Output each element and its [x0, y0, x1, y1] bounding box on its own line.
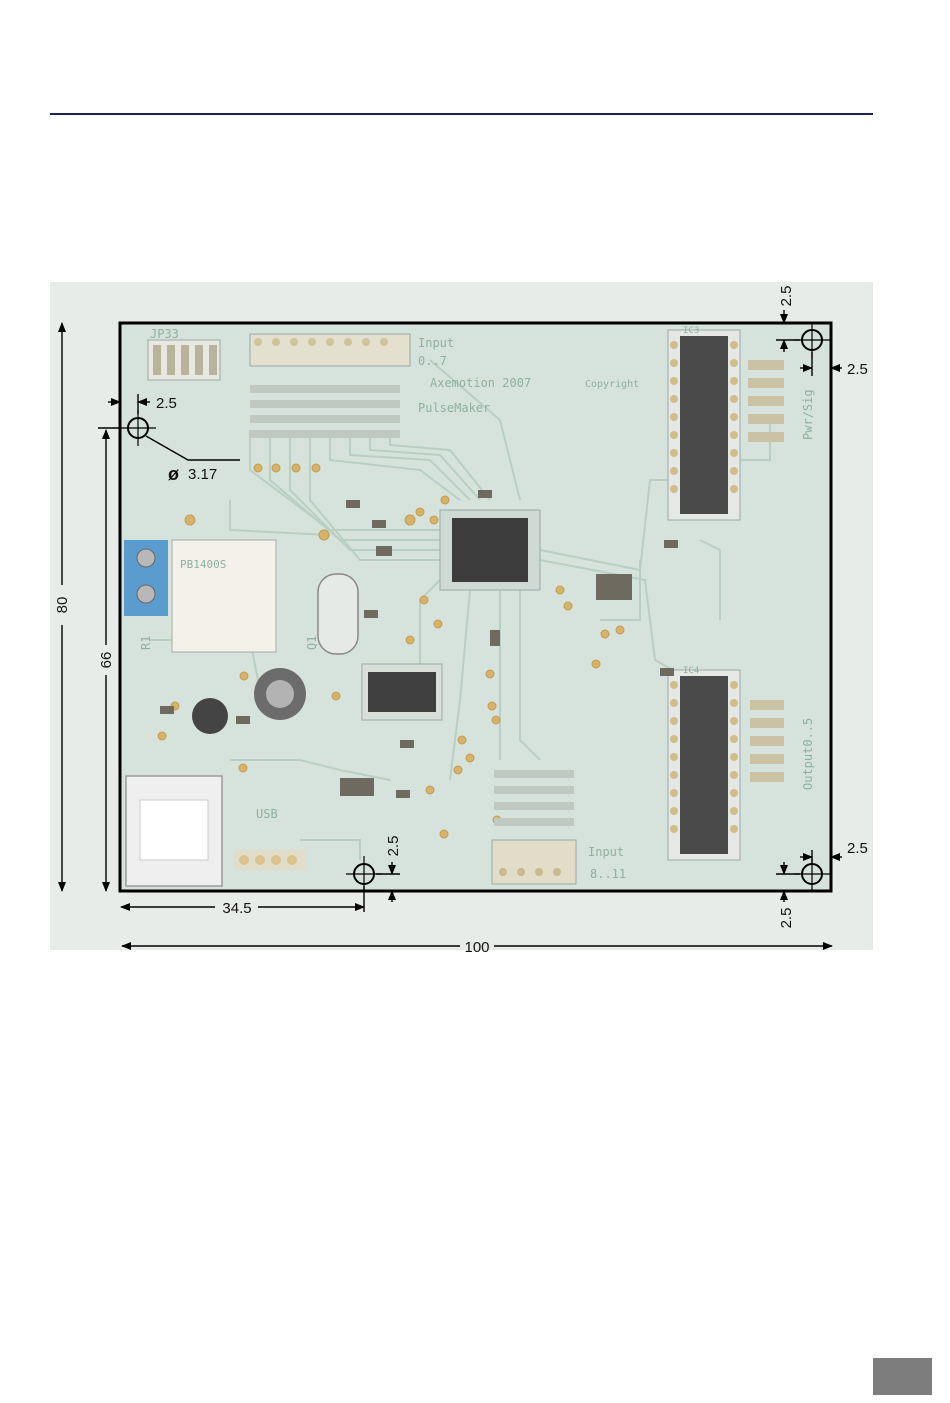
- transistor: [192, 698, 228, 734]
- silk-r1: R1: [139, 636, 153, 650]
- silk-jp33: JP33: [150, 327, 179, 341]
- silk-brand: Axemotion 2007: [430, 376, 531, 390]
- dim-edge-bottom-middle: 2.5: [385, 836, 402, 857]
- crystal: [318, 574, 358, 654]
- silk-q1: Q1: [305, 636, 319, 650]
- dim-edge-bottom-right-vertical: 2.5: [778, 908, 795, 929]
- silk-pwr-sig: Pwr/Sig: [801, 389, 815, 440]
- diameter-symbol: ø: [168, 464, 179, 484]
- silk-input-low-range: 0..7: [418, 354, 447, 368]
- silk-ic3: IC3: [683, 326, 699, 336]
- silk-input-high: Input: [588, 845, 624, 859]
- mcu-chip: [440, 510, 540, 590]
- silk-input-high-range: 8..11: [590, 867, 626, 881]
- dim-hole-offset-x: 34.5: [222, 900, 251, 917]
- dim-hole-span-height: 66: [98, 652, 115, 669]
- relay: [172, 540, 276, 652]
- page-corner-tab: [873, 1358, 932, 1395]
- jp33-header: [148, 340, 220, 380]
- usb-connector: [126, 776, 222, 886]
- dim-edge-top-right-horizontal: 2.5: [847, 361, 868, 378]
- ic3-chip: [668, 330, 740, 520]
- silk-input-low: Input: [418, 336, 454, 350]
- p8-header: [234, 850, 306, 870]
- dim-hole-diameter: 3.17: [188, 466, 217, 483]
- silk-usb: USB: [256, 807, 278, 821]
- dim-overall-height: 80: [54, 597, 71, 614]
- silk-output: Output0..5: [801, 718, 815, 790]
- silk-copyright: Copyright: [585, 379, 639, 390]
- input-0-7-header: [250, 334, 410, 438]
- dim-edge-bottom-right-horizontal: 2.5: [847, 840, 868, 857]
- ic4-chip: [668, 670, 740, 860]
- terminal-block: [124, 540, 168, 616]
- dim-overall-width: 100: [464, 939, 489, 956]
- dim-edge-top-left: 2.5: [156, 395, 177, 412]
- silk-product: PulseMaker: [418, 401, 490, 415]
- usb-chip: [362, 664, 442, 720]
- silk-ic4: IC4: [683, 666, 699, 676]
- silk-relay: PB1400S: [180, 558, 226, 571]
- electrolytic-cap: [254, 668, 306, 720]
- dim-edge-top-right-vertical: 2.5: [778, 286, 795, 307]
